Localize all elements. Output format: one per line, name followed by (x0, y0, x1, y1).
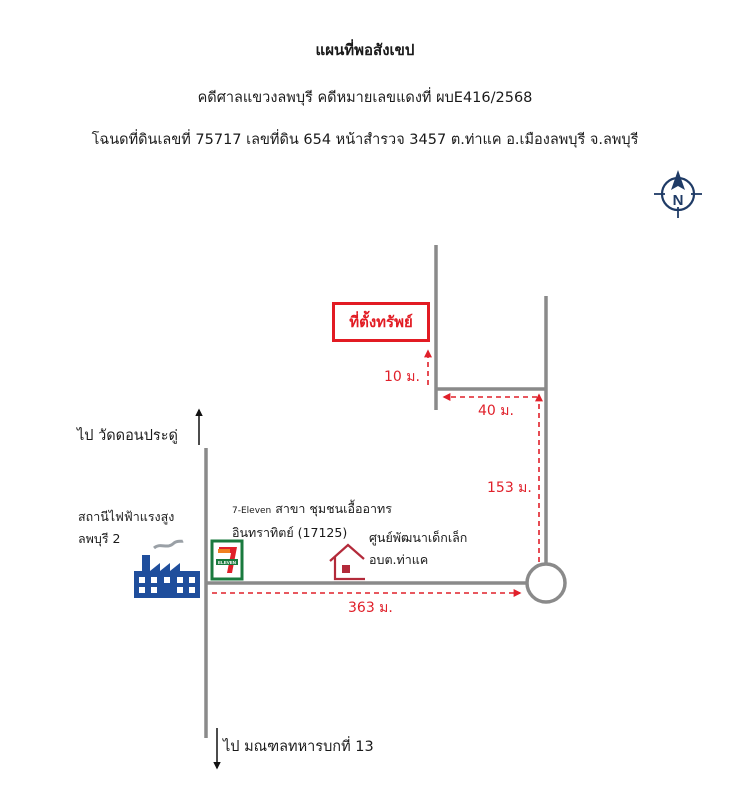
map-title: แผนที่พอสังเขป (315, 41, 415, 59)
property-location-box: ที่ตั้งทรัพย์ (332, 302, 430, 342)
distance-40m: 40 ม. (478, 403, 514, 419)
north-compass-icon: N (654, 170, 702, 218)
roads (204, 245, 567, 738)
svg-text:N: N (673, 192, 684, 209)
land-deed-line: โฉนดที่ดินเลขที่ 75717 เลขที่ดิน 654 หน้… (91, 132, 639, 148)
distance-10m: 10 ม. (384, 369, 420, 385)
seven-eleven-label: 7-Eleven สาขา ชุมชนเอื้ออาทร อินทราทิตย์… (232, 501, 392, 540)
7-eleven-logo: ELEVEN (210, 539, 244, 581)
direction-south-label: ไป มณฑลทหารบกที่ 13 (223, 739, 374, 755)
factory-icon (134, 539, 200, 598)
case-number-line: คดีศาลแขวงลพบุรี คดีหมายเลขแดงที่ ผบE416… (197, 90, 533, 106)
svg-text:ELEVEN: ELEVEN (218, 560, 236, 565)
power-station-label: สถานีไฟฟ้าแรงสูง ลพบุรี 2 (78, 509, 175, 546)
house-icon (329, 543, 365, 581)
distance-153m: 153 ม. (487, 480, 532, 496)
roundabout (525, 562, 567, 604)
distance-363m: 363 ม. (348, 600, 393, 616)
direction-north-label: ไป วัดดอนประดู่ (77, 428, 178, 444)
child-center-label: ศูนย์พัฒนาเด็กเล็ก อบต.ท่าแค (369, 530, 468, 567)
